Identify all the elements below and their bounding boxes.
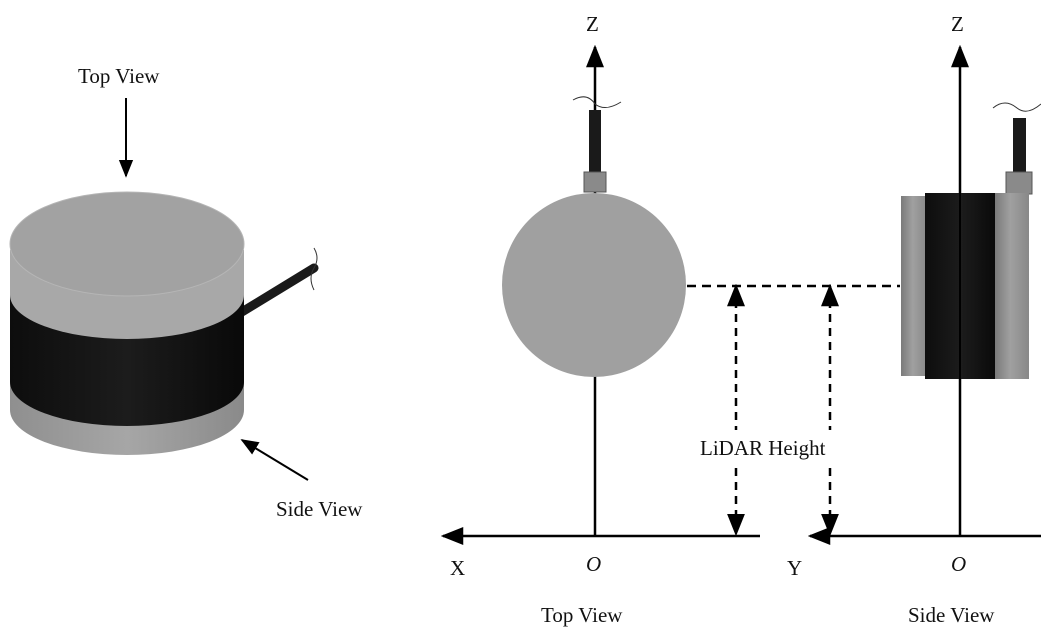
top-view-caption: Top View	[541, 603, 623, 627]
side-view-z-label: Z	[951, 12, 964, 36]
side-view-origin-label: O	[951, 552, 966, 576]
iso-side-view-label: Side View	[276, 497, 363, 521]
side-view-cable	[1013, 118, 1026, 174]
side-view-cable-end	[992, 102, 1041, 112]
side-view-arrow	[240, 439, 309, 481]
top-view-connector	[583, 171, 607, 193]
iso-cable	[227, 263, 319, 323]
side-view-connector	[1005, 171, 1033, 195]
side-view-y-label: Y	[787, 556, 802, 580]
top-view-panel: Z X O Top View	[440, 12, 760, 627]
top-view-origin-label: O	[586, 552, 601, 576]
iso-top-view-label: Top View	[78, 64, 160, 88]
iso-cable-end	[310, 247, 318, 291]
lidar-height-indicator: LiDAR Height	[687, 283, 900, 537]
side-view-right-cap	[995, 193, 1029, 379]
top-view-sensor-circle	[502, 193, 686, 377]
iso-top-cap	[9, 191, 245, 297]
lidar-height-label: LiDAR Height	[700, 436, 826, 460]
side-view-panel: Z Y O Side View	[787, 12, 1041, 627]
top-view-cable	[589, 110, 601, 172]
side-view-caption: Side View	[908, 603, 995, 627]
top-view-cable-end	[572, 96, 622, 108]
side-view-left-ring	[901, 196, 927, 376]
lidar-isometric-view	[9, 191, 319, 455]
top-view-x-label: X	[450, 556, 465, 580]
top-view-z-label: Z	[586, 12, 599, 36]
